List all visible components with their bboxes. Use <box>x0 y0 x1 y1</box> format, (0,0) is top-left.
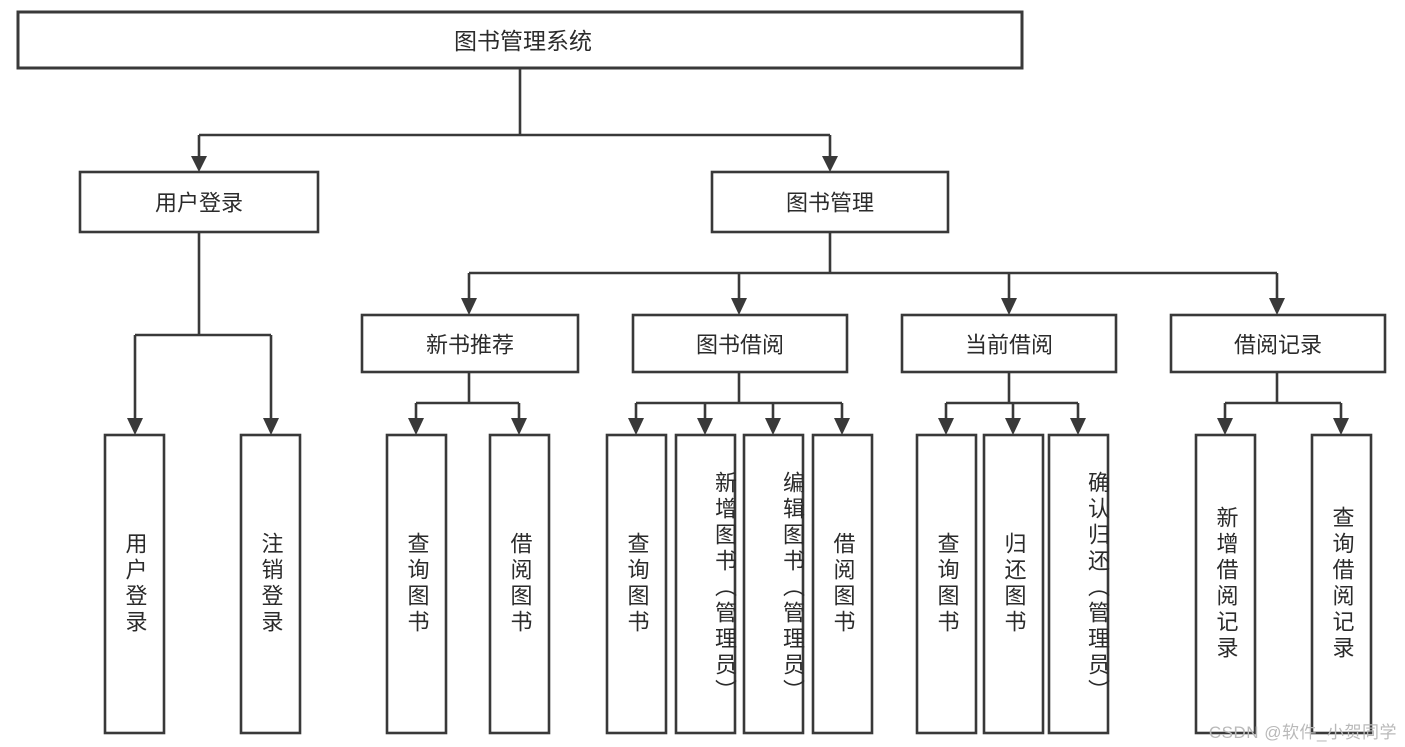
arrowhead-query-book-3 <box>938 418 954 435</box>
arrowhead-user-logout <box>263 418 279 435</box>
node-query-book-2-box[interactable] <box>605 433 668 735</box>
watermark-text: CSDN @软件_小贺同学 <box>1208 723 1397 742</box>
node-book-borrow-box[interactable] <box>631 313 849 374</box>
node-book-manage-box[interactable] <box>710 170 950 234</box>
arrowhead-add-book <box>697 418 713 435</box>
node-confirm-return-box[interactable] <box>1047 433 1110 735</box>
node-borrow-record-label: 借阅记录 <box>1234 333 1322 358</box>
arrowhead-return-book <box>1005 418 1021 435</box>
node-book-borrow-label: 图书借阅 <box>696 333 784 358</box>
arrowhead-borrow-book-1 <box>511 418 527 435</box>
connector-group-book-manage <box>461 232 1285 315</box>
node-root-label: 图书管理系统 <box>454 28 592 54</box>
node-current-borrow-label: 当前借阅 <box>965 333 1053 358</box>
connector-group-book-borrow <box>628 372 850 435</box>
node-root[interactable]: 图书管理系统 <box>16 10 1024 70</box>
node-edit-book-box[interactable] <box>742 433 805 735</box>
node-add-book-box[interactable] <box>674 433 737 735</box>
arrowhead-query-book-1 <box>408 418 424 435</box>
connector-group-current-borrow <box>938 372 1086 435</box>
arrowhead-user-login <box>191 156 207 172</box>
arrowhead-query-borrow-record <box>1333 418 1349 435</box>
connector-group-user-login <box>127 232 279 435</box>
node-user-login-do-box[interactable] <box>103 433 166 735</box>
arrowhead-borrow-record <box>1269 298 1285 315</box>
node-user-login-label: 用户登录 <box>155 191 243 216</box>
node-current-borrow[interactable]: 当前借阅 <box>900 313 1118 374</box>
connector-group-new-book-recommend <box>408 372 527 435</box>
arrowhead-add-borrow-record <box>1217 418 1233 435</box>
connector-group-borrow-record <box>1217 372 1349 435</box>
node-return-book-box[interactable] <box>982 433 1045 735</box>
node-book-manage[interactable]: 图书管理 <box>710 170 950 234</box>
node-book-borrow[interactable]: 图书借阅 <box>631 313 849 374</box>
node-borrow-book-2-box[interactable] <box>811 433 874 735</box>
node-root-box[interactable] <box>16 10 1024 70</box>
node-current-borrow-box[interactable] <box>900 313 1118 374</box>
arrowhead-book-manage <box>822 156 838 172</box>
arrowhead-edit-book <box>765 418 781 435</box>
node-add-borrow-record-box[interactable] <box>1194 433 1257 735</box>
arrowhead-user-login-do <box>127 418 143 435</box>
node-new-book-recommend-box[interactable] <box>360 313 580 374</box>
node-new-book-recommend[interactable]: 新书推荐 <box>360 313 580 374</box>
node-borrow-record-box[interactable] <box>1169 313 1387 374</box>
node-borrow-record[interactable]: 借阅记录 <box>1169 313 1387 374</box>
arrowhead-current-borrow <box>1001 298 1017 315</box>
node-query-book-3-box[interactable] <box>915 433 978 735</box>
node-user-login-box[interactable] <box>78 170 320 234</box>
arrowhead-new-book-recommend <box>461 298 477 315</box>
arrowhead-borrow-book-2 <box>834 418 850 435</box>
arrowhead-book-borrow <box>731 298 747 315</box>
connector-group-root <box>191 68 838 172</box>
node-borrow-book-1-box[interactable] <box>488 433 551 735</box>
node-book-manage-label: 图书管理 <box>786 191 874 216</box>
node-user-logout-box[interactable] <box>239 433 302 735</box>
node-user-login[interactable]: 用户登录 <box>78 170 320 234</box>
arrowhead-confirm-return <box>1070 418 1086 435</box>
node-query-book-1-box[interactable] <box>385 433 448 735</box>
node-query-borrow-record-box[interactable] <box>1310 433 1373 735</box>
arrowhead-query-book-2 <box>628 418 644 435</box>
node-new-book-recommend-label: 新书推荐 <box>426 333 514 358</box>
